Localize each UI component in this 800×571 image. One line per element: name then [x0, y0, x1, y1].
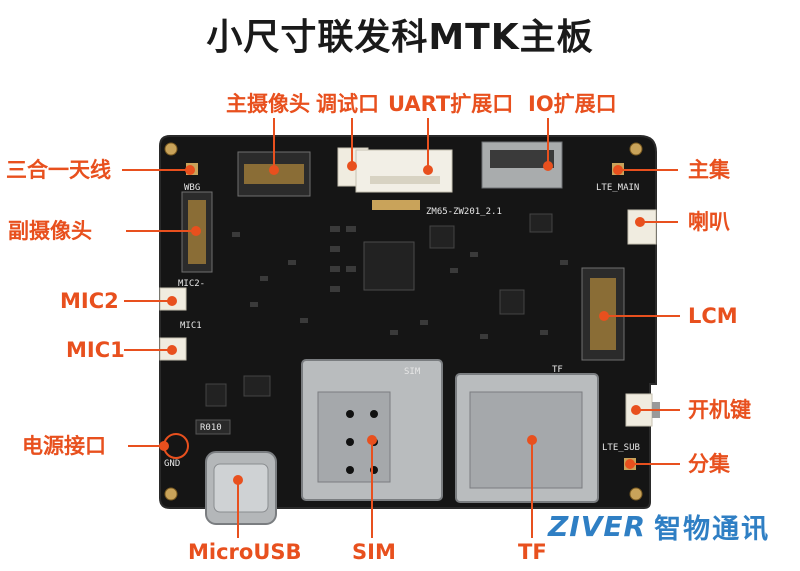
uart-port-pins: [370, 176, 440, 184]
label-power-key: 开机键: [688, 398, 751, 422]
brand-logo: ZIVER: [548, 509, 647, 543]
label-uart-port: UART扩展口: [388, 92, 514, 116]
label-debug-port: 调试口: [316, 92, 379, 116]
chip: [529, 213, 553, 233]
label-diversity-antenna: 分集: [688, 452, 730, 476]
label-sub-camera: 副摄像头: [8, 219, 92, 243]
main-ic: [363, 241, 415, 291]
label-sim: SIM: [352, 540, 396, 564]
chip: [429, 225, 455, 249]
mount-hole: [164, 142, 178, 156]
sim-contacts: [346, 410, 378, 474]
page-title: 小尺寸联发科MTK主板: [206, 17, 594, 58]
mount-hole: [629, 142, 643, 156]
chip: [499, 289, 525, 315]
label-mic1: MIC1: [66, 338, 125, 362]
brand-name: 智物通讯: [654, 513, 771, 545]
silk-gnd: GND: [164, 459, 180, 469]
sim-slot-window: [317, 391, 391, 483]
test-pads: [372, 200, 420, 210]
label-mic2: MIC2: [60, 289, 119, 313]
silk-model: ZM65-ZW201_2.1: [426, 207, 502, 217]
label-micro-usb: MicroUSB: [188, 540, 302, 564]
label-antenna-3in1: 三合一天线: [6, 158, 111, 182]
speaker-connector: [627, 209, 657, 245]
smd-components: [232, 226, 568, 339]
micro-usb-port-inner: [213, 463, 269, 513]
uart-port-connector: [355, 149, 453, 193]
brand: ZIVER 智物通讯: [548, 508, 771, 545]
silk-sim: SIM: [404, 367, 421, 377]
r010-component: [195, 419, 231, 435]
label-tf: TF: [518, 540, 547, 564]
silk-wbg: WBG: [184, 183, 200, 193]
silk-lte-main: LTE_MAIN: [596, 183, 639, 193]
label-power-port: 电源接口: [22, 434, 106, 458]
label-speaker: 喇叭: [688, 210, 730, 234]
label-lcm: LCM: [688, 304, 738, 328]
chip: [205, 383, 227, 407]
label-main-camera: 主摄像头: [226, 92, 310, 116]
label-main-antenna: 主集: [688, 158, 730, 182]
mount-hole: [629, 487, 643, 501]
silk-mic2: MIC2-: [178, 279, 205, 289]
tf-slot-window: [469, 391, 583, 489]
io-port-slot: [490, 150, 554, 168]
silk-mic1: MIC1: [180, 321, 202, 331]
silk-r010: R010: [200, 423, 222, 433]
label-io-port: IO扩展口: [528, 92, 617, 116]
chip: [243, 375, 271, 397]
silk-lte-sub: LTE_SUB: [602, 443, 640, 453]
mount-hole: [164, 487, 178, 501]
silk-tf: TF: [552, 365, 563, 375]
